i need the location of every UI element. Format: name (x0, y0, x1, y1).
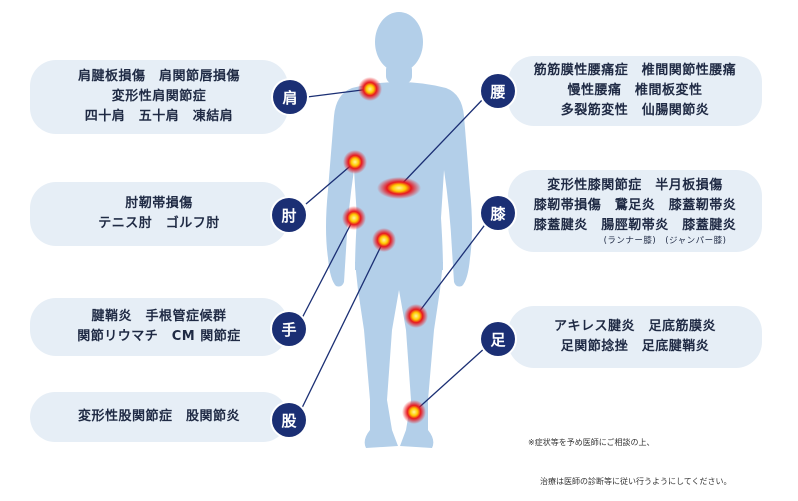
connector-lines (299, 88, 488, 413)
condition-text: 肩腱板損傷 肩関節唇損傷 (77, 69, 240, 84)
hip-panel: 変形性股関節症 股関節炎 (30, 392, 288, 442)
condition-text: 変形性膝関節症 半月板損傷 (547, 177, 723, 193)
condition-text: 慢性腰痛 椎間板変性 (567, 83, 703, 98)
lowback-panel: 筋筋膜性腰痛症 椎間関節性腰痛 慢性腰痛 椎間板変性 多裂筋変性 仙腸関節炎 (508, 56, 762, 126)
shoulder-badge: 肩 (273, 80, 307, 114)
shoulder-panel: 肩腱板損傷 肩関節唇損傷 変形性肩関節症 四十肩 五十肩 凍結肩 (30, 60, 288, 134)
hand-badge: 手 (272, 312, 306, 346)
pain-point-foot (402, 400, 426, 424)
pain-point-shoulder (358, 77, 382, 101)
knee-connector (415, 221, 488, 317)
hip-connector (299, 239, 385, 413)
condition-text: 変形性肩関節症 (111, 89, 207, 104)
condition-text: 筋筋膜性腰痛症 椎間関節性腰痛 (533, 63, 737, 78)
knee-panel: 変形性膝関節症 半月板損傷 膝靭帯損傷 鵞足炎 膝蓋靭帯炎 膝蓋腱炎 腸脛靭帯炎… (508, 170, 762, 252)
knee-badge: 膝 (481, 196, 515, 230)
condition-text: 四十肩 五十肩 凍結肩 (84, 109, 234, 124)
condition-text: 多裂筋変性 仙腸関節炎 (560, 103, 710, 118)
condition-text: 膝靭帯損傷 鵞足炎 膝蓋靭帯炎 (533, 197, 737, 213)
pain-point-hip (372, 228, 396, 252)
condition-text: 足関節捻挫 足底腱鞘炎 (560, 339, 710, 354)
foot-badge: 足 (481, 322, 515, 356)
lowback-connector (397, 97, 485, 189)
hand-connector (299, 217, 355, 323)
hand-panel: 腱鞘炎 手根管症候群 関節リウマチ CM 関節症 (30, 298, 288, 356)
hip-badge: 股 (272, 403, 306, 437)
footnote-line: ※症状等を予め医師にご相談の上、 (528, 438, 655, 447)
lowback-badge: 腰 (481, 74, 515, 108)
condition-text: 腱鞘炎 手根管症候群 (91, 309, 227, 324)
elbow-badge: 肘 (272, 198, 306, 232)
pain-point-elbow (343, 150, 367, 174)
condition-text: アキレス腱炎 足底筋膜炎 (553, 319, 716, 334)
knee-subnote: (ランナー膝) (ジャンパー膝) (603, 235, 727, 246)
footnote-line: 治療は医師の診断等に従い行うようにしてください。 (540, 477, 732, 486)
pain-point-knee (404, 304, 428, 328)
condition-text: 肘靭帯損傷 (125, 196, 193, 211)
pain-point-lowback (377, 177, 421, 199)
foot-connector (413, 346, 487, 413)
condition-text: 膝蓋腱炎 腸脛靭帯炎 膝蓋腱炎 (533, 217, 737, 233)
foot-panel: アキレス腱炎 足底筋膜炎 足関節捻挫 足底腱鞘炎 (508, 306, 762, 368)
condition-text: 変形性股関節症 股関節炎 (77, 409, 240, 424)
condition-text: テニス肘 ゴルフ肘 (98, 216, 220, 231)
diagram-figure (299, 12, 488, 448)
pain-point-hand (342, 206, 366, 230)
elbow-panel: 肘靭帯損傷 テニス肘 ゴルフ肘 (30, 182, 288, 246)
pain-points (342, 77, 428, 424)
condition-text: 関節リウマチ CM 関節症 (77, 329, 241, 344)
footnote: ※症状等を予め医師にご相談の上、 治療は医師の診断等に従い行うようにしてください… (528, 410, 732, 501)
